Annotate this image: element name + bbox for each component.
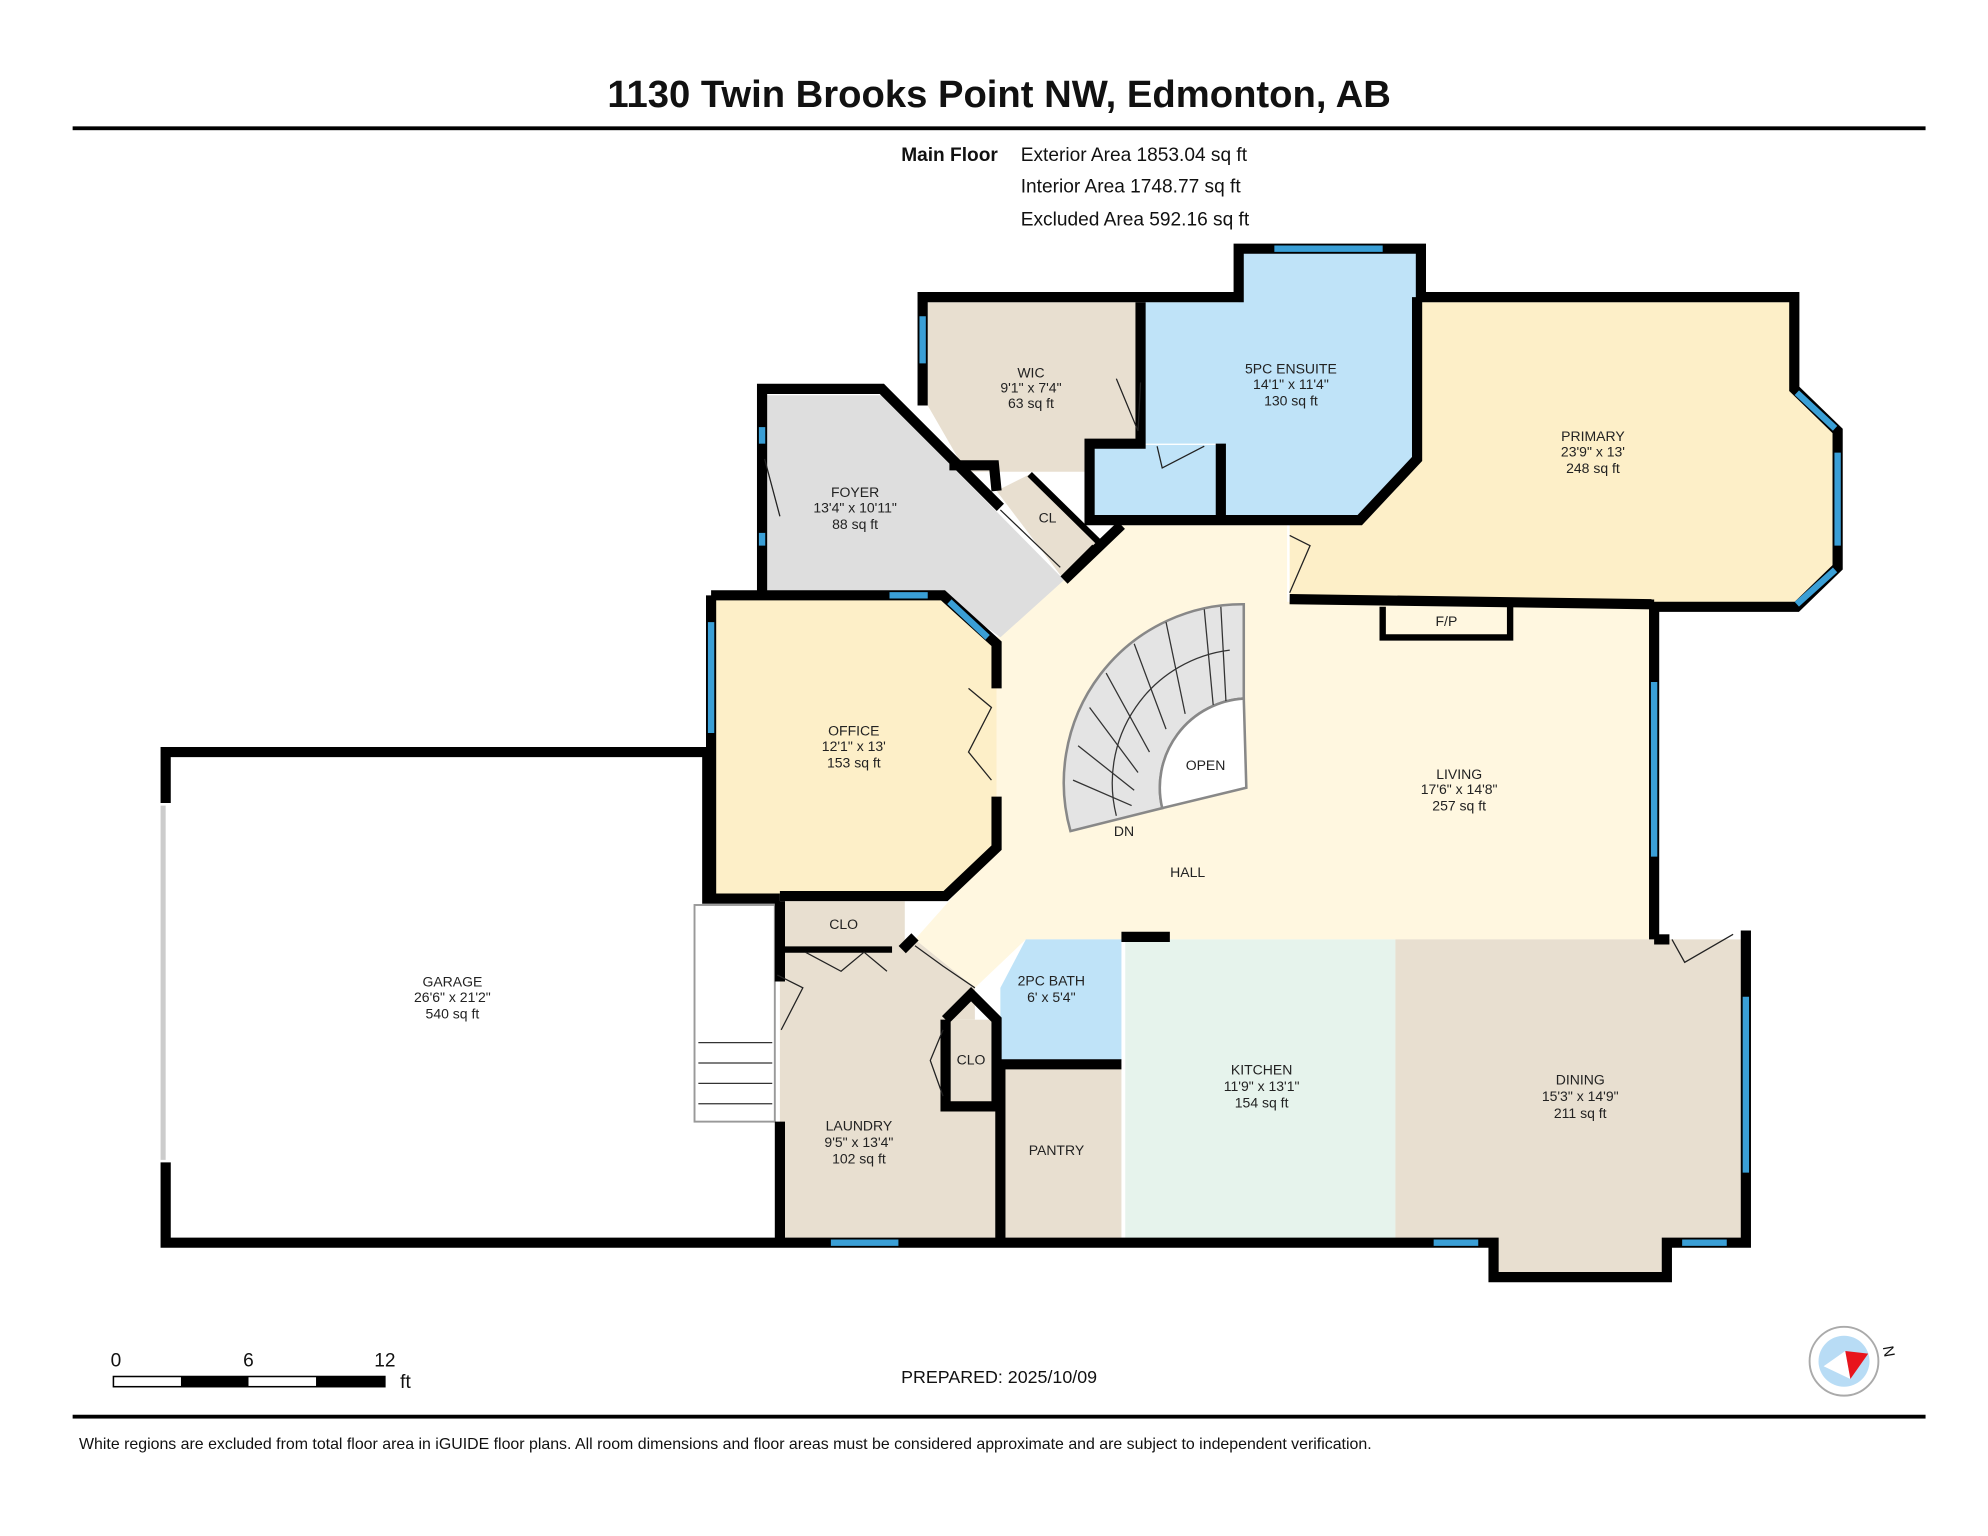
doors [763, 378, 1734, 1097]
room-label-text: 17'6" x 14'8" [1421, 781, 1498, 797]
room-label-text: 15'3" x 14'9" [1542, 1088, 1619, 1104]
room-label-text: 540 sq ft [426, 1005, 480, 1021]
room-label-ensuite: 5PC ENSUITE 14'1" x 11'4" 130 sq ft [1245, 361, 1337, 409]
room-label-dining: DINING 15'3" x 14'9" 211 sq ft [1542, 1072, 1619, 1121]
room-garage [165, 752, 778, 1243]
room-primary [1289, 302, 1836, 605]
footer-disclaimer: White regions are excluded from total fl… [79, 1436, 1372, 1453]
header-divider [72, 126, 1926, 131]
room-label-garage: GARAGE 26'6" x 21'2" 540 sq ft [414, 974, 491, 1022]
room-label-text: 12'1" x 13' [822, 738, 886, 754]
room-label-text: OFFICE [828, 723, 879, 739]
staircase [693, 602, 1248, 1123]
footer-divider [72, 1414, 1926, 1419]
room-hall-living [914, 525, 1655, 988]
room-label-text: 26'6" x 21'2" [414, 989, 491, 1005]
room-label-text: 88 sq ft [832, 516, 878, 532]
room-fills [165, 252, 1836, 1278]
room-label-wic: WIC 9'1" x 7'4" 63 sq ft [1000, 364, 1061, 411]
room-label-text: LAUNDRY [826, 1118, 893, 1134]
room-label-text: DINING [1556, 1072, 1605, 1088]
room-pantry [1000, 1064, 1122, 1239]
room-label-text: 13'4" x 10'11" [813, 499, 897, 515]
walls [160, 243, 1843, 1283]
prepared-date: PREPARED: 2025/10/09 [901, 1367, 1097, 1387]
room-label-text: 2PC BATH [1018, 972, 1085, 988]
room-label-text: 14'1" x 11'4" [1253, 376, 1329, 392]
label-fireplace: F/P [1436, 613, 1458, 629]
room-label-text: 154 sq ft [1235, 1095, 1289, 1111]
room-label-foyer: FOYER 13'4" x 10'11" 88 sq ft [813, 484, 897, 532]
room-kitchen [1125, 939, 1396, 1239]
room-2pc-bath [1000, 939, 1122, 1061]
room-label-text: LIVING [1436, 766, 1482, 782]
scale-unit: ft [400, 1372, 411, 1393]
excluded-area: Excluded Area 592.16 sq ft [1021, 210, 1250, 231]
room-closet-cl [996, 474, 1099, 581]
room-label-text: 9'5" x 13'4" [824, 1134, 893, 1150]
room-label-laundry: LAUNDRY 9'5" x 13'4" 102 sq ft [824, 1118, 893, 1167]
room-foyer [762, 395, 1065, 638]
interior-area: Interior Area 1748.77 sq ft [1021, 177, 1242, 198]
room-label-text: FOYER [831, 484, 879, 500]
room-label-text: 11'9" x 13'1" [1224, 1078, 1300, 1094]
scale-tick-0: 0 [111, 1350, 122, 1371]
windows [160, 245, 1841, 1246]
scale-bar: 0 6 12 ft [111, 1350, 412, 1393]
room-label-text: 211 sq ft [1554, 1105, 1607, 1121]
scale-tick-12: 12 [374, 1350, 395, 1371]
room-ensuite [1143, 252, 1418, 521]
compass-icon: N [1808, 1325, 1898, 1397]
room-closet-small [945, 1019, 997, 1107]
label-down: DN [1114, 823, 1134, 839]
room-labels: WIC 9'1" x 7'4" 63 sq ft 5PC ENSUITE 14'… [414, 361, 1625, 1167]
room-label-office: OFFICE 12'1" x 13' 153 sq ft [822, 723, 886, 771]
exterior-area: Exterior Area 1853.04 sq ft [1021, 145, 1248, 166]
compass-north-label: N [1879, 1345, 1898, 1359]
room-label-text: PRIMARY [1561, 428, 1625, 444]
room-label-text: 130 sq ft [1264, 392, 1318, 408]
room-label-text: 153 sq ft [827, 754, 881, 770]
label-closet-small: CLO [957, 1051, 986, 1067]
room-ensuite-closet [1092, 444, 1219, 518]
room-dining [1395, 939, 1746, 1278]
label-closet-top: CLO [829, 916, 858, 932]
room-label-text: 102 sq ft [832, 1151, 886, 1167]
label-cl: CL [1039, 510, 1057, 526]
room-label-text: 9'1" x 7'4" [1000, 380, 1061, 396]
room-label-text: KITCHEN [1231, 1061, 1292, 1077]
page-title: 1130 Twin Brooks Point NW, Edmonton, AB [607, 73, 1391, 116]
room-label-text: 23'9" x 13' [1561, 443, 1625, 459]
room-label-text: 257 sq ft [1432, 798, 1486, 814]
room-label-kitchen: KITCHEN 11'9" x 13'1" 154 sq ft [1224, 1061, 1300, 1110]
room-label-2pc-bath: 2PC BATH 6' x 5'4" [1018, 972, 1085, 1005]
room-label-text: 63 sq ft [1008, 395, 1054, 411]
room-label-primary: PRIMARY 23'9" x 13' 248 sq ft [1561, 428, 1625, 476]
floor-label: Main Floor [901, 145, 998, 166]
room-label-text: 248 sq ft [1566, 460, 1620, 476]
room-label-text: WIC [1017, 364, 1044, 380]
room-label-text: 5PC ENSUITE [1245, 361, 1337, 377]
label-open: OPEN [1186, 757, 1226, 773]
room-label-text: 6' x 5'4" [1027, 989, 1075, 1005]
room-label-text: GARAGE [422, 974, 482, 990]
room-office [711, 595, 997, 897]
room-wic [927, 302, 1141, 472]
label-hall: HALL [1170, 864, 1205, 880]
scale-tick-6: 6 [243, 1350, 254, 1371]
room-label-living: LIVING 17'6" x 14'8" 257 sq ft [1421, 766, 1498, 814]
room-closet-top [781, 901, 905, 950]
label-pantry: PANTRY [1029, 1142, 1085, 1158]
fireplace [1382, 606, 1511, 638]
